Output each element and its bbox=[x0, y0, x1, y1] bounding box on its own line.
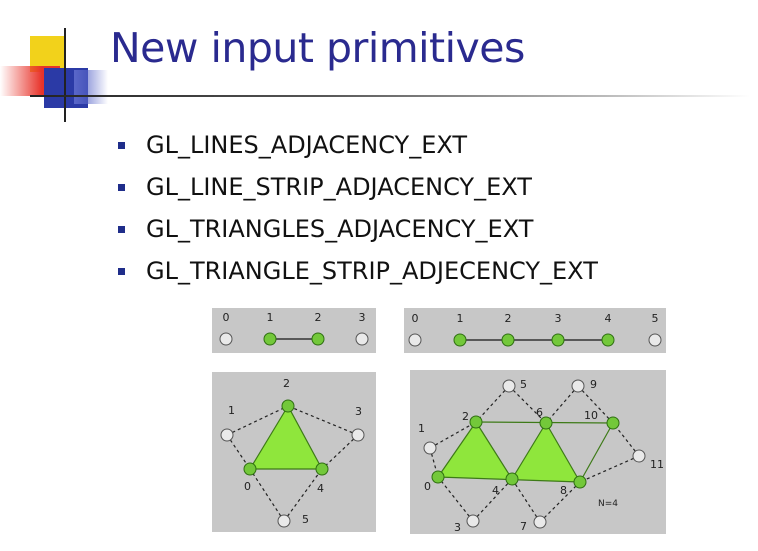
lines-adjacency-diagram: 0 1 2 3 bbox=[219, 311, 369, 346]
vertex-label: 2 bbox=[505, 312, 512, 325]
bullet-text: GL_TRIANGLE_STRIP_ADJECENCY_EXT bbox=[146, 257, 598, 285]
triangle-strip-adjacency-diagram: 0 1 2 3 4 5 6 7 8 9 10 11 N=4 bbox=[418, 378, 664, 534]
logo-decoration bbox=[0, 0, 110, 125]
vertex-primary bbox=[281, 399, 295, 413]
vertex-adjacent bbox=[355, 332, 369, 346]
vertex-primary bbox=[469, 415, 483, 429]
triangle-strip-adjacency-figure: 0 1 2 3 4 5 6 7 8 9 10 11 N=4 bbox=[410, 370, 666, 534]
vertex-label: 0 bbox=[223, 311, 230, 324]
bullet-item: GL_TRIANGLE_STRIP_ADJECENCY_EXT bbox=[118, 254, 598, 296]
vertex-label: 2 bbox=[462, 410, 469, 423]
bullet-text: GL_LINE_STRIP_ADJACENCY_EXT bbox=[146, 173, 532, 201]
vertex-primary bbox=[601, 333, 615, 347]
lines-adjacency-figure: 0 1 2 3 bbox=[212, 308, 376, 353]
vertex-adjacent bbox=[571, 379, 585, 393]
line-strip-adjacency-figure: 0 1 2 3 4 5 bbox=[404, 308, 666, 353]
vertex-label: 2 bbox=[315, 311, 322, 324]
vertex-label: 5 bbox=[652, 312, 659, 325]
vertex-primary bbox=[501, 333, 515, 347]
line-strip-adjacency-diagram: 0 1 2 3 4 5 bbox=[408, 312, 662, 347]
vertex-label: 7 bbox=[520, 520, 527, 533]
vertex-adjacent bbox=[533, 515, 547, 529]
vertex-primary bbox=[243, 462, 257, 476]
vertex-primary bbox=[431, 470, 445, 484]
bullet-square-icon bbox=[118, 184, 125, 191]
vertex-label: 3 bbox=[355, 405, 362, 418]
bullet-item: GL_TRIANGLES_ADJACENCY_EXT bbox=[118, 212, 598, 254]
vertex-label: 1 bbox=[228, 404, 235, 417]
bullet-item: GL_LINE_STRIP_ADJACENCY_EXT bbox=[118, 170, 598, 212]
vertex-label: 1 bbox=[418, 422, 425, 435]
bullet-text: GL_LINES_ADJACENCY_EXT bbox=[146, 131, 468, 159]
strip-count-note: N=4 bbox=[598, 499, 618, 509]
vertex-primary bbox=[263, 332, 277, 346]
bullet-square-icon bbox=[118, 226, 125, 233]
vertex-primary bbox=[453, 333, 467, 347]
vertex-adjacent bbox=[423, 441, 437, 455]
vertex-label: 0 bbox=[424, 480, 431, 493]
title-divider bbox=[30, 95, 750, 97]
vertex-label: 5 bbox=[520, 378, 527, 391]
vertex-label: 1 bbox=[457, 312, 464, 325]
vertex-label: 3 bbox=[555, 312, 562, 325]
vertex-primary bbox=[315, 462, 329, 476]
vertex-adjacent bbox=[648, 333, 662, 347]
vertex-adjacent bbox=[220, 428, 234, 442]
vertex-adjacent bbox=[277, 514, 291, 528]
vertex-adjacent bbox=[351, 428, 365, 442]
bullet-item: GL_LINES_ADJACENCY_EXT bbox=[118, 128, 598, 170]
vertex-label: 4 bbox=[605, 312, 612, 325]
vertex-adjacent bbox=[408, 333, 422, 347]
bullet-list: GL_LINES_ADJACENCY_EXT GL_LINE_STRIP_ADJ… bbox=[118, 128, 598, 296]
vertex-label: 9 bbox=[590, 378, 597, 391]
vertex-adjacent bbox=[219, 332, 233, 346]
vertex-label: 8 bbox=[560, 484, 567, 497]
bullet-square-icon bbox=[118, 142, 125, 149]
vertex-label: 3 bbox=[359, 311, 366, 324]
bullet-text: GL_TRIANGLES_ADJACENCY_EXT bbox=[146, 215, 534, 243]
vertex-label: 11 bbox=[650, 458, 664, 471]
vertex-adjacent bbox=[466, 514, 480, 528]
vertex-label: 1 bbox=[267, 311, 274, 324]
vertex-primary bbox=[311, 332, 325, 346]
vertex-label: 3 bbox=[454, 521, 461, 534]
vertex-label: 0 bbox=[412, 312, 419, 325]
vertex-primary bbox=[573, 475, 587, 489]
triangles-adjacency-diagram: 0 1 2 3 4 5 bbox=[220, 377, 365, 528]
vertex-label: 2 bbox=[283, 377, 290, 390]
vertex-label: 6 bbox=[536, 406, 543, 419]
vertex-label: 4 bbox=[492, 484, 499, 497]
vertex-primary bbox=[551, 333, 565, 347]
vertex-primary bbox=[606, 416, 620, 430]
vertex-label: 10 bbox=[584, 409, 598, 422]
vertex-label: 0 bbox=[244, 480, 251, 493]
vertex-adjacent bbox=[502, 379, 516, 393]
triangles-adjacency-figure: 0 1 2 3 4 5 bbox=[212, 372, 376, 532]
vertex-label: 4 bbox=[317, 482, 324, 495]
bullet-square-icon bbox=[118, 268, 125, 275]
slide-title: New input primitives bbox=[110, 24, 525, 72]
vertex-label: 5 bbox=[302, 513, 309, 526]
vertex-primary bbox=[505, 472, 519, 486]
vertex-adjacent bbox=[632, 449, 646, 463]
vertex-primary bbox=[539, 416, 553, 430]
